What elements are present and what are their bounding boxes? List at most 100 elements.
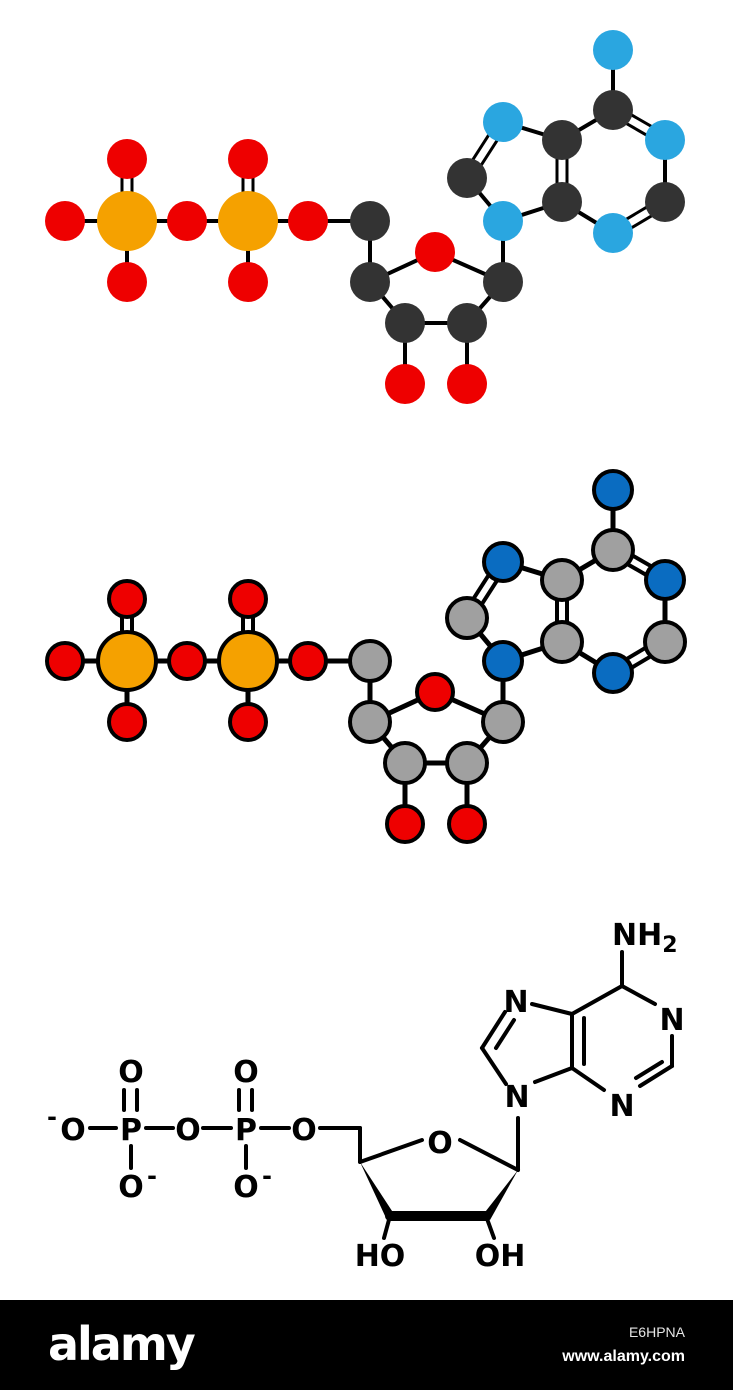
- atom-p2: [218, 191, 278, 251]
- hydroxyl-3-label: HO: [355, 1239, 406, 1274]
- flat-atom-c5: [348, 639, 392, 683]
- bond-c4-oring: [358, 1138, 424, 1164]
- oxo-oxygen-2-label: O: [233, 1055, 259, 1090]
- atom-c5: [350, 201, 390, 241]
- flat-atom-o9: [447, 804, 487, 844]
- site-url[interactable]: www.alamy.com: [562, 1348, 685, 1365]
- atom-or: [415, 232, 455, 272]
- atom-o9: [447, 364, 487, 404]
- atom-c2b: [645, 182, 685, 222]
- oxide-charge-2: -: [262, 1162, 272, 1190]
- atom-c8: [447, 158, 487, 198]
- atom-c5b: [542, 120, 582, 160]
- atom-o4: [167, 201, 207, 241]
- bond-c8-n9: [480, 1046, 508, 1086]
- atom-n3: [593, 213, 633, 253]
- ester-oxygen-label: O: [291, 1113, 317, 1148]
- footer-bar: alamy E6HPNA www.alamy.com: [0, 1300, 733, 1390]
- skeletal-bonds: [88, 950, 674, 1240]
- flat-atom-c5b: [540, 558, 584, 602]
- flat-atom-n7: [482, 541, 524, 583]
- phosphorus-2-label: P: [235, 1113, 257, 1148]
- skeletal-formula: NH2 N N N N O O O O - P P O O O - O - HO…: [47, 918, 685, 1274]
- amine-label: NH2: [612, 918, 678, 958]
- bond-c5-c6: [570, 984, 624, 1016]
- flat-atom-n3: [592, 652, 634, 694]
- atom-c1: [483, 262, 523, 302]
- bond-n9-c4: [533, 1066, 574, 1084]
- atom-n1: [645, 120, 685, 160]
- flat-atom-c3: [383, 741, 427, 785]
- atom-n6: [593, 30, 633, 70]
- phosphorus-1-label: P: [120, 1113, 142, 1148]
- skeletal-atom-labels: NH2 N N N N O O O O - P P O O O - O - HO…: [47, 918, 685, 1274]
- flat-atom-o3: [107, 702, 147, 742]
- flat-atom-c8: [445, 596, 489, 640]
- atom-c4: [350, 262, 390, 302]
- flat-atom-o7: [288, 641, 328, 681]
- flat-atom-o8: [385, 804, 425, 844]
- n9-label: N: [504, 1080, 529, 1115]
- flat-atom-c1: [481, 700, 525, 744]
- flat-atom-p2: [217, 630, 279, 692]
- flat-atom-o4: [167, 641, 207, 681]
- flat-colored-model: [45, 469, 687, 844]
- atom-o2: [107, 139, 147, 179]
- atom-o5: [228, 139, 268, 179]
- atom-o1: [45, 201, 85, 241]
- atom-c2: [447, 303, 487, 343]
- flat-atom-c4b: [540, 620, 584, 664]
- atom-c3: [385, 303, 425, 343]
- bond-n7-c8-inner: [494, 1018, 516, 1050]
- flat-atom-n6: [592, 469, 634, 511]
- flat-atom-c2: [445, 741, 489, 785]
- oxide-oxygen-2-label: O: [233, 1170, 259, 1205]
- molecule-canvas: NH2 N N N N O O O O - P P O O O - O - HO…: [45, 30, 687, 1274]
- flat-atom-o6: [228, 702, 268, 742]
- flat-atom-o1: [45, 641, 85, 681]
- ring-oxygen-label: O: [427, 1126, 453, 1161]
- flat-atom-o2: [107, 579, 147, 619]
- flat-atom-c4: [348, 700, 392, 744]
- atom-c6: [593, 90, 633, 130]
- bond-c5-n7: [530, 1002, 574, 1016]
- wedge-c4-c3: [360, 1162, 394, 1218]
- flat-atom-n1: [644, 559, 686, 601]
- atom-n9: [483, 201, 523, 241]
- molecule-illustration: NH2 N N N N O O O O - P P O O O - O - HO…: [45, 30, 687, 1274]
- flat-atom-c6: [591, 528, 635, 572]
- bond-c2-n3-inner: [634, 1060, 664, 1080]
- hydroxyl-2-label: OH: [475, 1239, 526, 1274]
- atom-p1: [97, 191, 157, 251]
- image-id: E6HPNA: [628, 1324, 685, 1340]
- bond-c3-oh: [382, 1214, 392, 1240]
- n7-label: N: [503, 985, 528, 1020]
- bond-n7-c8: [480, 1010, 507, 1050]
- oxide-oxygen-left-label: O: [60, 1113, 86, 1148]
- oxide-oxygen-1-label: O: [118, 1170, 144, 1205]
- brand-logo[interactable]: alamy: [48, 1317, 196, 1371]
- atom-o3: [107, 262, 147, 302]
- bond-c6-n1: [620, 984, 657, 1006]
- bond-oring-c1: [458, 1138, 520, 1172]
- flat-atom-o5: [228, 579, 268, 619]
- n3-label: N: [609, 1089, 634, 1124]
- oxide-charge-left: -: [47, 1103, 57, 1131]
- flat-atom-c2b: [643, 620, 687, 664]
- bond-c2-oh: [484, 1214, 496, 1240]
- wedge-c1-c2: [482, 1170, 518, 1220]
- flat-atom-p1: [96, 630, 158, 692]
- oxide-charge-1: -: [147, 1162, 157, 1190]
- bridge-oxygen-label: O: [175, 1113, 201, 1148]
- atom-n7: [483, 102, 523, 142]
- atom-c4b: [542, 182, 582, 222]
- flat-atom-or: [415, 672, 455, 712]
- n1-label: N: [659, 1003, 684, 1038]
- bond-n3-c4: [570, 1066, 606, 1092]
- oxo-oxygen-1-label: O: [118, 1055, 144, 1090]
- ball-and-stick-model: [45, 30, 685, 404]
- flat-atom-n9: [482, 640, 524, 682]
- atom-o8: [385, 364, 425, 404]
- atom-o7: [288, 201, 328, 241]
- atom-o6: [228, 262, 268, 302]
